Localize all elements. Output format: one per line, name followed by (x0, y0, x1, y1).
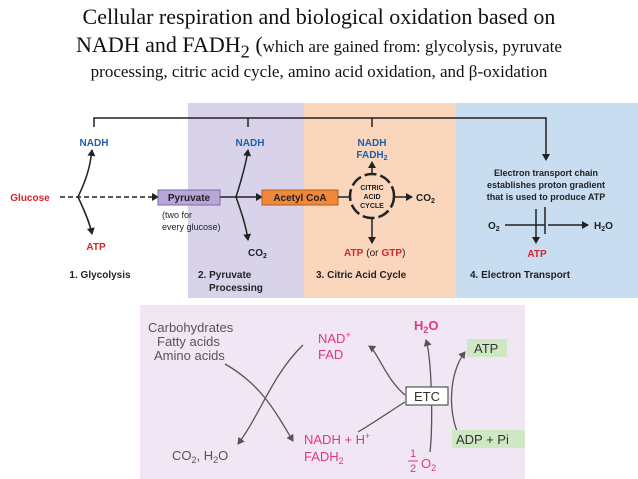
label-fadh2: FADH2 (304, 449, 344, 466)
half-o: O (421, 456, 431, 471)
label-co2-3: CO2 (416, 193, 435, 205)
fadh2-sub: 2 (339, 456, 344, 466)
arrow-to-nad (368, 345, 406, 396)
citric-cycle-ring (348, 172, 396, 220)
label-stage1: 1. Glycolysis (69, 270, 131, 281)
label-stage2b: Processing (209, 283, 263, 294)
label-o2: O2 (488, 221, 500, 233)
title-rest: which are gained from: glycolysis, pyruv… (262, 37, 562, 56)
fadh3-main: FADH (356, 150, 383, 161)
atp3-or: (or (366, 248, 379, 259)
nadh-sup: + (365, 431, 370, 441)
source-carbohydrates: Carbohydrates (148, 320, 234, 335)
h2o-o: O (605, 221, 613, 232)
o2-main: O (488, 221, 496, 232)
curve-reduction (237, 344, 304, 445)
fadh2-main: FADH (304, 449, 339, 464)
products-co: CO (172, 448, 192, 463)
label-etc3: that is used to produce ATP (487, 192, 606, 202)
label-adp: ADP + Pi (456, 432, 509, 447)
label-etc1: Electron transport chain (494, 168, 598, 178)
atp3-gtp: GTP (382, 248, 403, 259)
label-stage3: 3. Citric Acid Cycle (316, 270, 407, 281)
h2o-h: H (594, 221, 601, 232)
co2-2-sub: 2 (263, 253, 267, 260)
co2-2-c: CO (248, 248, 263, 259)
label-atp1: ATP (86, 242, 106, 253)
label-nadh3: NADH (358, 138, 387, 149)
h2o-b-h: H (414, 318, 423, 333)
h2o-sub: 2 (601, 226, 605, 233)
bottom-diagram: Carbohydrates Fatty acids Amino acids CO… (140, 305, 525, 479)
label-pyruvate-note1: (two for (162, 210, 192, 220)
label-nadh1: NADH (80, 138, 109, 149)
source-amino-acids: Amino acids (154, 348, 225, 363)
arrow-atp1 (77, 196, 95, 235)
label-stage2a: 2. Pyruvate (198, 270, 252, 281)
label-pyruvate-note2: every glucose) (162, 222, 221, 232)
label-stage4: 4. Electron Transport (470, 270, 571, 281)
bottom-panel (140, 305, 525, 479)
nadh-main: NADH + H (304, 432, 365, 447)
co2-3-c: CO (416, 193, 431, 204)
products-sub2: 2 (213, 455, 218, 465)
label-etc: ETC (414, 389, 440, 404)
title-line-2: NADH and FADH2 (which are gained from: g… (0, 32, 638, 62)
label-citric2: ACID (363, 194, 380, 201)
label-h2o-top: H2O (594, 221, 613, 233)
label-fad: FAD (318, 347, 343, 362)
adp-box (452, 430, 525, 448)
label-half-num: 1 (410, 448, 416, 460)
label-half-den: 2 (410, 463, 416, 475)
label-pyruvate: Pyruvate (168, 193, 211, 204)
half-sub: 2 (431, 463, 436, 473)
title-line-1: Cellular respiration and biological oxid… (82, 4, 556, 29)
products-h: , H (197, 448, 214, 463)
h2o-b-sub: 2 (423, 325, 428, 335)
label-atp4: ATP (527, 249, 547, 260)
nad-sup: + (345, 330, 350, 340)
title-nadh: NADH and FADH (76, 32, 241, 57)
label-fadh3: FADH2 (356, 150, 387, 162)
arrow-from-nadh (357, 401, 406, 433)
curve-oxidation (224, 363, 294, 442)
fadh3-sub: 2 (384, 155, 388, 162)
atp3-text: ATP (344, 248, 364, 259)
source-fatty-acids: Fatty acids (157, 334, 220, 349)
products-sub: 2 (192, 455, 197, 465)
h2o-b-o: O (428, 318, 438, 333)
electron-feed-arrow (93, 117, 550, 161)
label-nadh2: NADH (236, 138, 265, 149)
label-citric1: CITRIC (360, 185, 383, 192)
co2-3-sub: 2 (431, 198, 435, 205)
arrow-nadh2 (235, 149, 252, 198)
o2-sub: 2 (496, 226, 500, 233)
panel-electron (456, 103, 638, 298)
atp3-close: ) (402, 248, 405, 259)
label-acetyl: Acetyl CoA (273, 193, 326, 204)
etc-box (405, 386, 449, 406)
label-h2o-bottom: H2O (414, 318, 439, 335)
label-citric3: CYCLE (360, 203, 384, 210)
atp-box (467, 339, 507, 357)
arrow-co2-2 (235, 196, 252, 241)
label-nad: NAD+ (318, 330, 351, 346)
top-diagram: Glucose NADH ATP 1. Glycolysis Pyruvate … (10, 103, 638, 298)
arrow-nadh1 (77, 149, 96, 198)
nad-main: NAD (318, 331, 345, 346)
label-nadh-h: NADH + H+ (304, 431, 370, 447)
products-o: O (218, 448, 228, 463)
label-products: CO2, H2O (172, 448, 228, 465)
title-line-3: processing, citric acid cycle, amino aci… (90, 62, 548, 81)
label-co2-2: CO2 (248, 248, 267, 260)
label-etc2: establishes proton gradient (487, 180, 605, 190)
title-paren: ( (249, 32, 263, 57)
label-atp-bottom: ATP (474, 341, 498, 356)
label-glucose: Glucose (10, 193, 50, 204)
title-sub: 2 (240, 41, 250, 62)
label-half-o2: O2 (421, 456, 436, 473)
